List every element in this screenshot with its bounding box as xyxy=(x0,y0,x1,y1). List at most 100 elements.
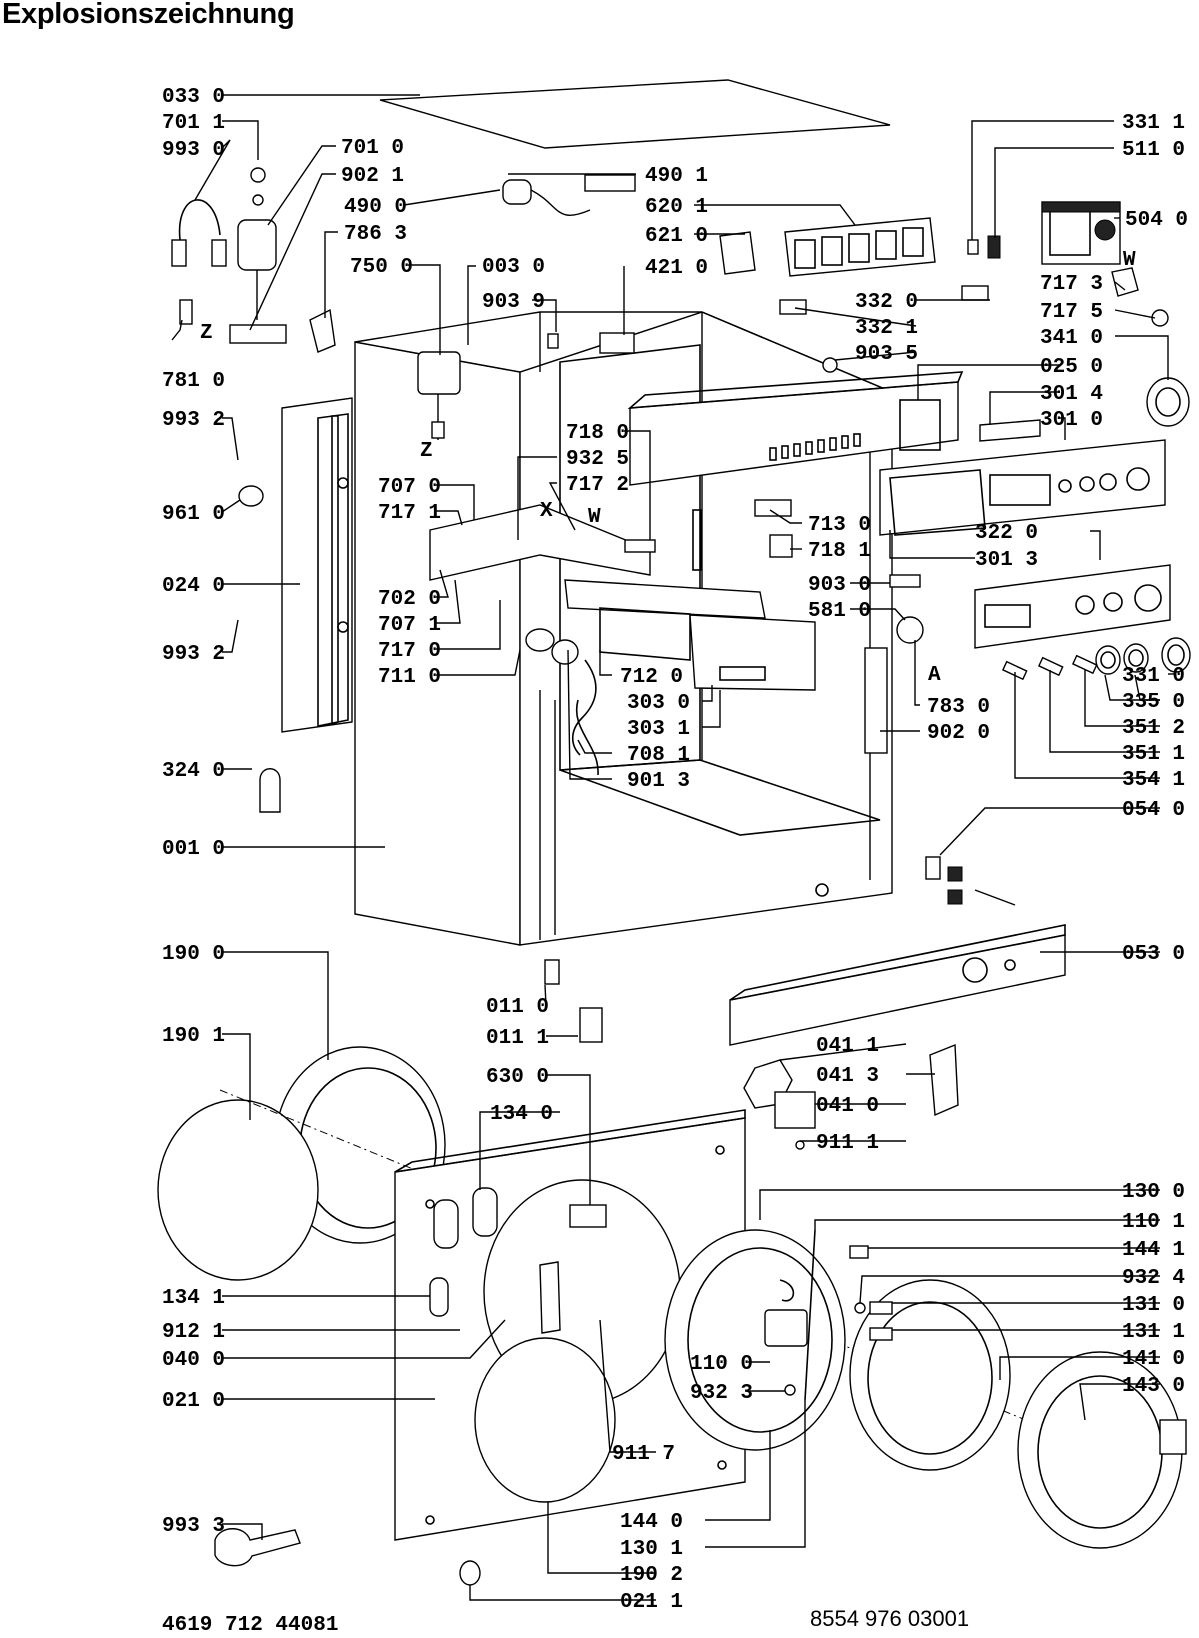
label-054-0: 054 0 xyxy=(1122,799,1185,822)
bracket-713-0 xyxy=(754,499,792,517)
kick-plate xyxy=(729,924,1066,1046)
label-303-1: 303 1 xyxy=(627,718,690,741)
label-332-0: 332 0 xyxy=(855,291,918,314)
switch-331-1 xyxy=(967,239,979,255)
label-190-0: 190 0 xyxy=(162,943,225,966)
part-961-0 xyxy=(238,485,264,507)
label-143-0: 143 0 xyxy=(1122,1375,1185,1398)
label-354-1: 354 1 xyxy=(1122,769,1185,792)
label-620-1: 620 1 xyxy=(645,196,708,219)
part-332-0 xyxy=(961,285,989,301)
label-331-0: 331 0 xyxy=(1122,665,1185,688)
label-421-0: 421 0 xyxy=(645,257,708,280)
label-783-0: 783 0 xyxy=(927,696,990,719)
label-713-0: 713 0 xyxy=(808,514,871,537)
label-708-1: 708 1 xyxy=(627,744,690,767)
label-911-7: 911 7 xyxy=(612,1443,675,1466)
page-title: Explosionszeichnung xyxy=(2,0,295,30)
label-130-1: 130 1 xyxy=(620,1538,683,1561)
label-Z-pressure: Z xyxy=(420,440,433,463)
rail-713 xyxy=(692,509,702,571)
label-301-0: 301 0 xyxy=(1040,409,1103,432)
programme-timer xyxy=(1041,201,1121,265)
label-011-0: 011 0 xyxy=(486,996,549,1019)
label-711-0: 711 0 xyxy=(378,666,441,689)
part-903-9 xyxy=(547,333,559,349)
foot-011-0 xyxy=(544,959,560,985)
part-labels: 033 0 701 1 993 0 701 0 902 1 490 0 786 … xyxy=(162,86,1188,1637)
label-040-0: 040 0 xyxy=(162,1349,225,1372)
label-490-0: 490 0 xyxy=(344,196,407,219)
label-301-4: 301 4 xyxy=(1040,383,1103,406)
part-903-5 xyxy=(822,357,838,373)
door-latch xyxy=(743,1043,959,1150)
label-011-1: 011 1 xyxy=(486,1027,549,1050)
knobs xyxy=(1095,637,1191,675)
label-707-1: 707 1 xyxy=(378,614,441,637)
label-144-1: 144 1 xyxy=(1122,1239,1185,1262)
label-718-0: 718 0 xyxy=(566,422,629,445)
label-341-0: 341 0 xyxy=(1040,327,1103,350)
control-panel-frame xyxy=(627,371,964,486)
label-131-0: 131 0 xyxy=(1122,1294,1185,1317)
label-301-3: 301 3 xyxy=(975,549,1038,572)
label-902-0: 902 0 xyxy=(927,722,990,745)
label-041-3: 041 3 xyxy=(816,1065,879,1088)
label-130-0: 130 0 xyxy=(1122,1181,1185,1204)
label-717-2: 717 2 xyxy=(566,474,629,497)
label-351-1: 351 1 xyxy=(1122,743,1185,766)
label-053-0: 053 0 xyxy=(1122,943,1185,966)
inlet-valve xyxy=(171,167,336,353)
label-021-1: 021 1 xyxy=(620,1591,683,1614)
part-number: 4619 712 44081 xyxy=(162,1614,338,1637)
part-131-1 xyxy=(869,1327,893,1341)
label-351-2: 351 2 xyxy=(1122,717,1185,740)
label-903-0: 903 0 xyxy=(808,574,871,597)
label-993-0: 993 0 xyxy=(162,139,225,162)
label-041-1: 041 1 xyxy=(816,1035,879,1058)
label-993-2-b: 993 2 xyxy=(162,643,225,666)
label-581-0: 581 0 xyxy=(808,600,871,623)
control-fascia xyxy=(879,419,1166,536)
label-701-0: 701 0 xyxy=(341,137,404,160)
label-702-0: 702 0 xyxy=(378,588,441,611)
pressure-switch xyxy=(417,351,461,440)
label-003-0: 003 0 xyxy=(482,256,545,279)
leader-lines xyxy=(171,94,1175,1601)
label-110-0: 110 0 xyxy=(690,1353,753,1376)
label-131-1: 131 1 xyxy=(1122,1321,1185,1344)
label-781-0: 781 0 xyxy=(162,370,225,393)
detergent-dispenser xyxy=(429,504,816,756)
label-932-3: 932 3 xyxy=(690,1382,753,1405)
part-902-0 xyxy=(864,647,888,754)
front-panel xyxy=(394,1109,746,1541)
label-025-0: 025 0 xyxy=(1040,356,1103,379)
label-324-0: 324 0 xyxy=(162,760,225,783)
clip-717-3 xyxy=(1111,267,1139,297)
label-718-1: 718 1 xyxy=(808,540,871,563)
label-322-0: 322 0 xyxy=(975,522,1038,545)
label-001-0: 001 0 xyxy=(162,838,225,861)
part-144-1 xyxy=(849,1245,869,1259)
label-303-0: 303 0 xyxy=(627,692,690,715)
label-A: A xyxy=(928,664,941,687)
part-932-3 xyxy=(784,1384,796,1396)
label-717-5: 717 5 xyxy=(1040,301,1103,324)
label-717-3: 717 3 xyxy=(1040,273,1103,296)
label-712-0: 712 0 xyxy=(620,666,683,689)
hose-708-1 xyxy=(575,699,599,776)
label-993-3: 993 3 xyxy=(162,1515,225,1538)
switch-054-0 xyxy=(925,856,1016,906)
part-903-0 xyxy=(889,574,921,588)
label-033-0: 033 0 xyxy=(162,86,225,109)
switch-bank xyxy=(784,217,936,277)
label-750-0: 750 0 xyxy=(350,256,413,279)
label-332-1: 332 1 xyxy=(855,317,918,340)
label-786-3: 786 3 xyxy=(344,223,407,246)
switch-511-0 xyxy=(987,235,1001,259)
label-134-0: 134 0 xyxy=(490,1103,553,1126)
label-134-1: 134 1 xyxy=(162,1287,225,1310)
label-335-0: 335 0 xyxy=(1122,691,1185,714)
label-W-timer: W xyxy=(1123,249,1136,272)
door-ring xyxy=(1017,1351,1187,1549)
